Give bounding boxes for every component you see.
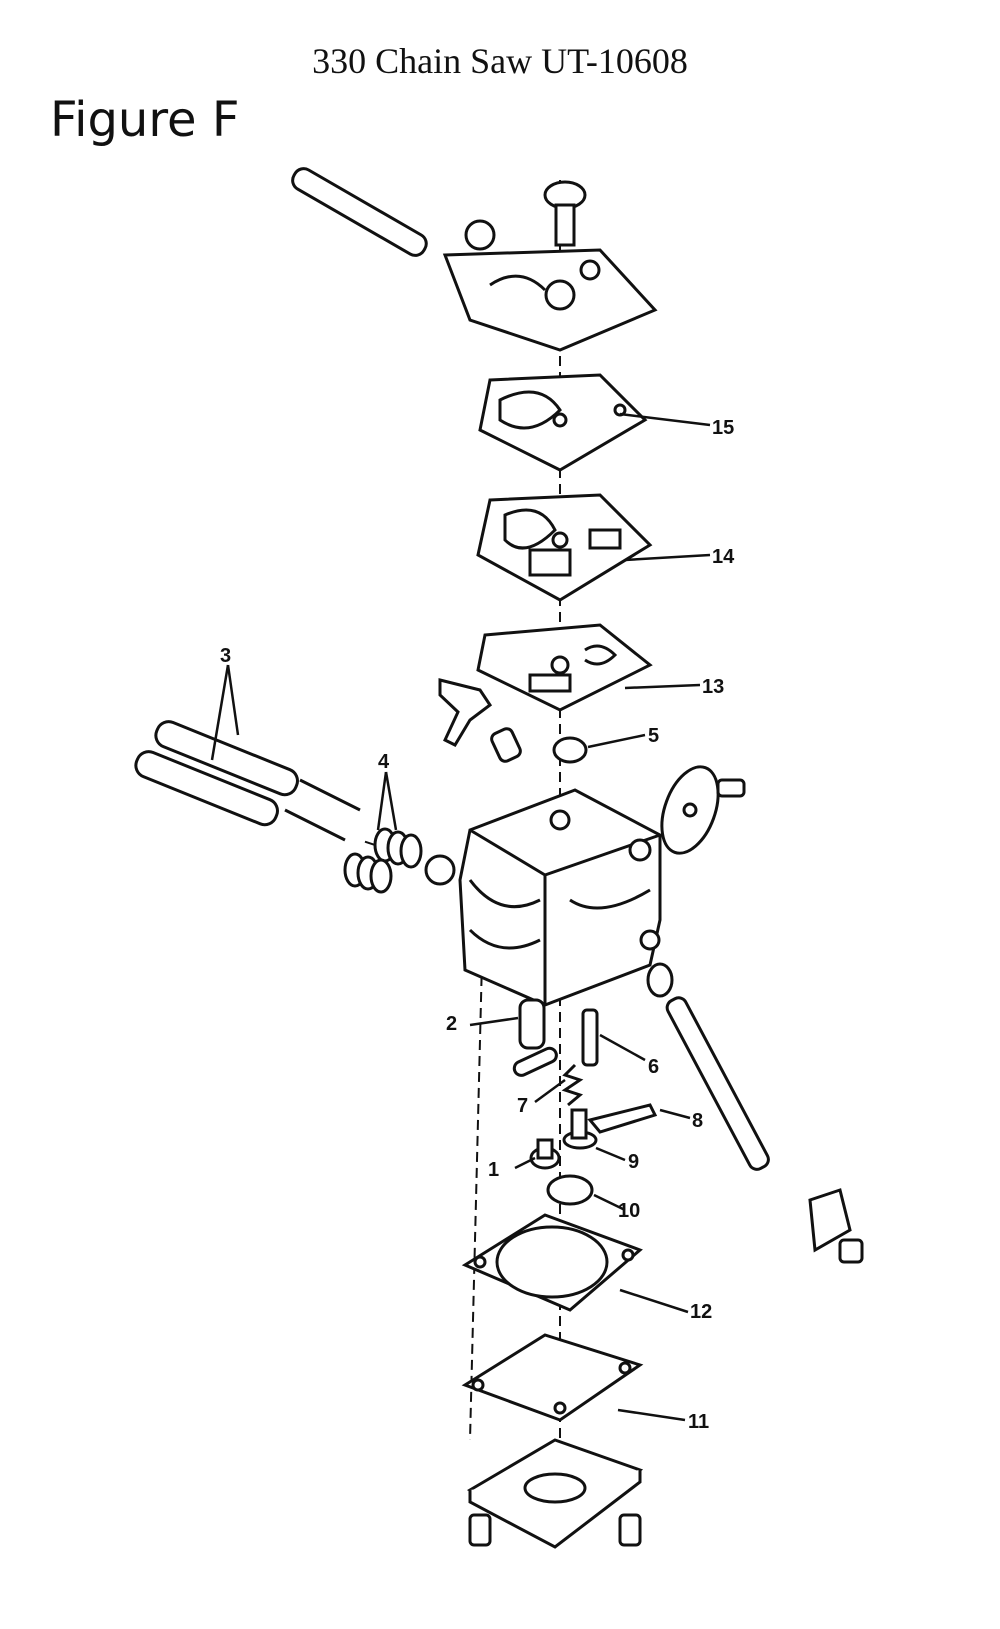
callout-11: 11 [688,1411,709,1433]
figure-label: Figure F [50,92,240,148]
pin-6 [581,1008,599,1067]
callout-labels: 15 14 13 5 3 4 2 6 7 8 9 1 10 12 11 [220,417,735,1433]
diaphragm-14 [476,493,653,602]
callout-13: 13 [702,676,724,698]
callout-leaders [210,412,711,1422]
springs-4 [343,827,423,894]
inlet-needle-2 [512,998,558,1077]
throttle-plate [660,765,746,855]
callout-9: 9 [628,1151,639,1173]
throttle-shaft [646,962,864,1264]
bottom-cover [466,1438,644,1549]
screw-1 [529,1138,561,1170]
gasket-15 [478,373,648,472]
screw-9 [562,1108,598,1150]
callout-6: 6 [648,1056,659,1078]
callout-10: 10 [618,1200,640,1222]
document-title: 330 Chain Saw UT-10608 [312,41,688,81]
adjusting-screws-3 [134,720,361,842]
diaphragm-13 [476,623,653,712]
callout-5: 5 [648,725,659,747]
lever-8 [587,1103,658,1134]
carburetor-body [424,788,662,1007]
callout-15: 15 [712,417,734,439]
callout-12: 12 [690,1301,712,1323]
callout-2: 2 [446,1013,457,1035]
top-screw [543,180,587,247]
callout-1: 1 [488,1159,499,1181]
spring-7 [561,1063,584,1107]
callout-3: 3 [220,645,231,667]
plug-5 [552,736,588,764]
callout-8: 8 [692,1110,703,1132]
callout-4: 4 [378,751,390,773]
disc-10 [546,1174,594,1206]
top-cover-assembly [291,167,658,352]
gasket-12 [461,1213,643,1312]
lever-spring [438,678,522,763]
diaphragm-11 [461,1333,644,1422]
callout-14: 14 [712,546,735,568]
callout-7: 7 [517,1095,528,1117]
